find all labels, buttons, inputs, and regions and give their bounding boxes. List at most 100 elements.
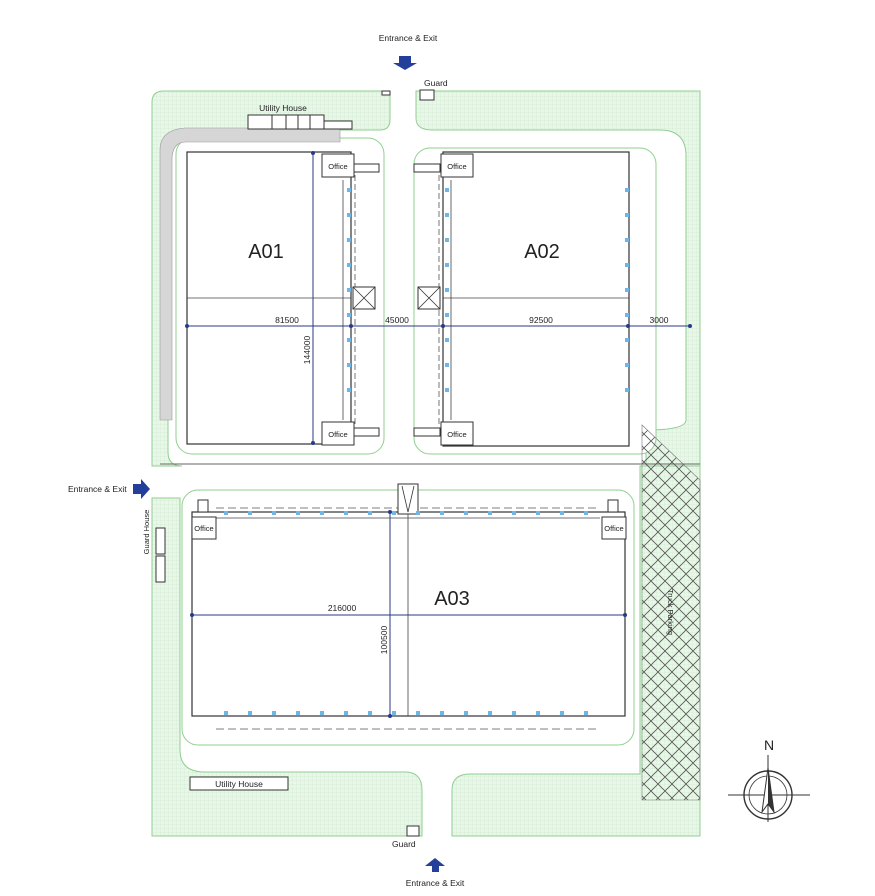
- loading-dock-marker: [536, 511, 540, 515]
- loading-dock-marker: [368, 711, 372, 715]
- office-a01-bottom: Office: [321, 421, 355, 446]
- loading-dock-marker: [625, 313, 629, 317]
- loading-dock-marker: [320, 711, 324, 715]
- loading-dock-marker: [625, 188, 629, 192]
- dim-right-margin: 3000: [650, 315, 669, 325]
- guard-top-label: Guard: [424, 78, 448, 88]
- svg-text:Office: Office: [604, 524, 623, 533]
- svg-text:Office: Office: [447, 162, 466, 171]
- loading-dock-marker: [445, 338, 449, 342]
- loading-dock-marker: [536, 711, 540, 715]
- loading-dock-marker: [445, 188, 449, 192]
- loading-dock-marker: [445, 313, 449, 317]
- office-a03-left: Office: [191, 516, 217, 540]
- building-a03: [191, 483, 626, 730]
- loading-dock-marker: [512, 711, 516, 715]
- svg-text:Office: Office: [328, 162, 347, 171]
- dim-a01-depth: 144000: [302, 336, 312, 365]
- loading-dock-marker: [416, 511, 420, 515]
- loading-dock-marker: [368, 511, 372, 515]
- loading-dock-marker: [512, 511, 516, 515]
- loading-dock-marker: [347, 213, 351, 217]
- loading-dock-marker: [440, 711, 444, 715]
- loading-dock-marker: [224, 511, 228, 515]
- loading-dock-marker: [272, 511, 276, 515]
- utility-house-top-label: Utility House: [259, 103, 307, 113]
- svg-text:Office: Office: [194, 524, 213, 533]
- building-label-a02: A02: [524, 241, 560, 263]
- guard-house-label: Guard House: [142, 510, 151, 555]
- guard-bottom-label: Guard: [392, 839, 416, 849]
- building-label-a01: A01: [248, 241, 284, 263]
- dim-gap: 45000: [385, 315, 409, 325]
- loading-dock-marker: [224, 711, 228, 715]
- loading-dock-marker: [488, 511, 492, 515]
- svg-text:Utility House: Utility House: [215, 779, 263, 789]
- loading-dock-marker: [248, 511, 252, 515]
- office-a03-right: Office: [601, 516, 627, 540]
- guard-booth-top: [419, 89, 435, 101]
- dim-a01-width: 81500: [275, 315, 299, 325]
- building-a02: [413, 151, 630, 447]
- loading-dock-marker: [272, 711, 276, 715]
- office-a01-top: Office: [321, 153, 355, 178]
- loading-dock-marker: [445, 263, 449, 267]
- loading-dock-marker: [445, 213, 449, 217]
- entrance-arrow-top: [393, 56, 417, 70]
- loading-dock-marker: [296, 711, 300, 715]
- loading-dock-marker: [445, 288, 449, 292]
- loading-dock-marker: [625, 288, 629, 292]
- loading-dock-marker: [584, 711, 588, 715]
- loading-dock-marker: [347, 363, 351, 367]
- loading-docks: [224, 188, 629, 715]
- loading-dock-marker: [416, 711, 420, 715]
- building-a01: [186, 151, 380, 445]
- office-a02-bottom: Office: [440, 421, 474, 446]
- loading-dock-marker: [625, 238, 629, 242]
- loading-dock-marker: [347, 338, 351, 342]
- loading-dock-marker: [445, 363, 449, 367]
- truck-parking-label: Truck Parking: [666, 589, 675, 635]
- loading-dock-marker: [248, 711, 252, 715]
- loading-dock-marker: [392, 711, 396, 715]
- loading-dock-marker: [560, 511, 564, 515]
- service-strip: [159, 127, 341, 421]
- building-label-a03: A03: [434, 588, 470, 610]
- loading-dock-marker: [347, 188, 351, 192]
- entrance-left-label: Entrance & Exit: [68, 484, 127, 494]
- guard-house-left: [155, 527, 166, 583]
- loading-dock-marker: [625, 338, 629, 342]
- loading-dock-marker: [625, 388, 629, 392]
- truck-parking: [641, 424, 701, 801]
- utility-house-bottom: Utility House: [189, 776, 289, 791]
- loading-dock-marker: [584, 511, 588, 515]
- loading-dock-marker: [320, 511, 324, 515]
- gate-post-top: [381, 90, 391, 96]
- loading-dock-marker: [440, 511, 444, 515]
- svg-text:Office: Office: [328, 430, 347, 439]
- loading-dock-marker: [445, 388, 449, 392]
- loading-dock-marker: [625, 213, 629, 217]
- loading-dock-marker: [347, 313, 351, 317]
- north-compass-icon: [728, 755, 810, 822]
- guard-booth-bottom: [406, 825, 420, 837]
- utility-house-top: [247, 114, 353, 130]
- svg-text:Office: Office: [447, 430, 466, 439]
- loading-dock-marker: [344, 711, 348, 715]
- entrance-top-label: Entrance & Exit: [379, 33, 438, 43]
- loading-dock-marker: [560, 711, 564, 715]
- loading-dock-marker: [464, 511, 468, 515]
- loading-dock-marker: [488, 711, 492, 715]
- loading-dock-marker: [464, 711, 468, 715]
- entrance-arrow-bottom: [425, 858, 445, 872]
- dimension-lines: [185, 151, 692, 718]
- loading-dock-marker: [347, 238, 351, 242]
- entrance-bottom-label: Entrance & Exit: [406, 878, 465, 888]
- loading-dock-marker: [625, 263, 629, 267]
- entrance-arrow-left: [133, 479, 150, 499]
- office-a02-top: Office: [440, 153, 474, 178]
- loading-dock-marker: [347, 288, 351, 292]
- loading-dock-marker: [347, 263, 351, 267]
- north-label: N: [764, 737, 774, 753]
